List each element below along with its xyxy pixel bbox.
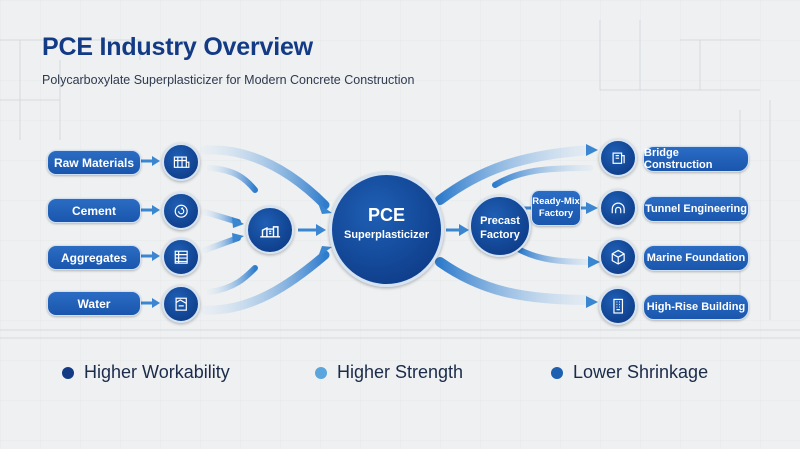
pce-hub[interactable] xyxy=(329,172,444,287)
factory-icon xyxy=(162,143,200,181)
hub-arrows xyxy=(232,203,332,257)
benefit-lower-shrinkage: Lower Shrinkage xyxy=(551,362,708,383)
benefit-higher-strength: Higher Strength xyxy=(315,362,463,383)
bullet-dot xyxy=(315,366,327,379)
benefit-label: Lower Shrinkage xyxy=(573,362,709,382)
hub-to-precast-arrow xyxy=(446,224,469,236)
plant-to-hub-arrow xyxy=(298,224,326,236)
building-icon xyxy=(599,287,637,325)
input-raw-materials[interactable]: Raw Materials xyxy=(47,150,141,175)
aggregate-icon xyxy=(162,238,200,276)
hub-subtitle: Superplasticizer xyxy=(344,229,429,241)
input-label: Raw Materials xyxy=(53,155,135,170)
precast-factory-node[interactable] xyxy=(469,195,531,257)
precast-label-line2: Factory xyxy=(480,229,520,241)
benefit-label: Higher Strength xyxy=(337,362,464,382)
input-water[interactable]: Water xyxy=(47,291,141,316)
foundation-icon xyxy=(599,238,637,276)
tunnel-icon xyxy=(599,189,637,227)
output-label: Tunnel Engineering xyxy=(645,203,747,215)
water-icon xyxy=(162,285,200,323)
input-cement[interactable]: Cement xyxy=(47,198,141,223)
output-label: High-Rise Building xyxy=(646,301,746,313)
page-title: PCE Industry Overview xyxy=(42,33,313,61)
output-bridge-construction[interactable]: Bridge Construction xyxy=(643,146,749,172)
page-subtitle: Polycarboxylate Superplasticizer for Mod… xyxy=(42,73,415,87)
output-marine-foundation[interactable]: Marine Foundation xyxy=(643,245,749,271)
input-label: Cement xyxy=(71,203,116,218)
input-label: Water xyxy=(77,296,111,311)
readymix-label-line1: Ready-Mix xyxy=(532,196,580,207)
diverging-flows xyxy=(435,145,595,305)
output-label: Bridge Construction xyxy=(644,147,713,171)
output-arrows xyxy=(586,144,600,308)
bridge-icon xyxy=(599,139,637,177)
readymix-label-line2: Factory xyxy=(538,208,574,219)
mixer-icon xyxy=(162,192,200,230)
bullet-dot xyxy=(551,366,563,379)
input-arrows xyxy=(140,156,160,308)
input-aggregates[interactable]: Aggregates xyxy=(47,245,141,270)
output-label: Marine Foundation xyxy=(646,252,746,264)
precast-label-line1: Precast xyxy=(480,215,520,227)
readymix-factory-node[interactable]: Ready-Mix Factory xyxy=(531,190,581,226)
benefit-label: Higher Workability xyxy=(84,362,230,382)
input-label: Aggregates xyxy=(60,250,128,265)
output-tunnel-engineering[interactable]: Tunnel Engineering xyxy=(643,196,749,222)
benefit-higher-workability: Higher Workability xyxy=(62,362,230,383)
plant-icon xyxy=(246,206,294,254)
output-high-rise-building[interactable]: High-Rise Building xyxy=(643,294,749,320)
bullet-dot xyxy=(62,366,74,379)
converging-flows xyxy=(200,145,330,315)
hub-title: PCE xyxy=(367,205,405,225)
